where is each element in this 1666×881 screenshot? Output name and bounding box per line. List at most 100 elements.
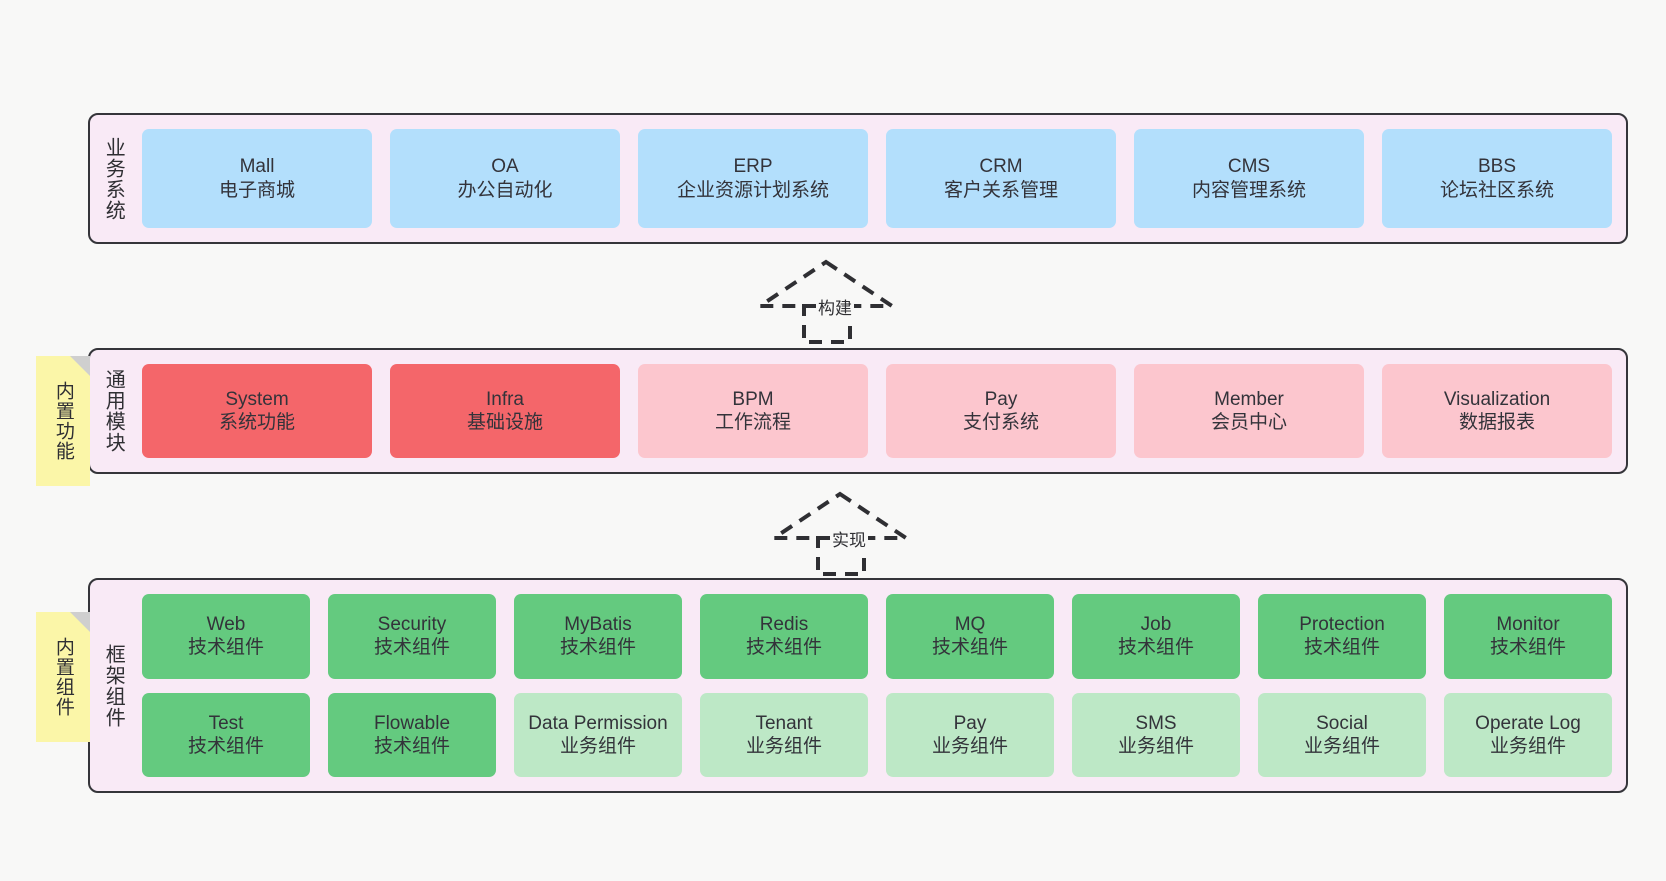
node-subtitle: 内容管理系统 — [1191, 179, 1306, 201]
node-subtitle: 业务组件 — [1117, 735, 1194, 757]
node-title: Social — [1316, 712, 1368, 734]
node-security[interactable]: Security 技术组件 — [328, 594, 496, 679]
node-subtitle: 论坛社区系统 — [1439, 179, 1554, 201]
node-subtitle: 技术组件 — [373, 735, 450, 757]
node-oa[interactable]: OA 办公自动化 — [390, 129, 620, 228]
node-subtitle: 支付系统 — [962, 412, 1039, 433]
note-label: 内置功能 — [52, 381, 74, 461]
node-title: System — [225, 388, 289, 410]
node-title: CRM — [979, 156, 1023, 178]
node-title: OA — [491, 156, 519, 178]
node-subtitle: 数据报表 — [1458, 412, 1535, 433]
node-flowable[interactable]: Flowable 技术组件 — [328, 692, 496, 777]
node-subtitle: 工作流程 — [714, 412, 791, 433]
node-mq[interactable]: MQ 技术组件 — [886, 594, 1054, 679]
node-pay-component[interactable]: Pay 业务组件 — [886, 692, 1054, 777]
layer-body-framework-component: Web 技术组件 Security 技术组件 MyBatis 技术组件 Redi… — [136, 580, 1626, 791]
node-title: Operate Log — [1475, 712, 1581, 734]
layer-common-module[interactable]: 通用模块 System 系统功能 Infra 基础设施 BPM 工作流程 Pay… — [88, 348, 1628, 474]
node-title: Pay — [953, 712, 987, 734]
node-subtitle: 技术组件 — [559, 637, 636, 659]
layer-row: Web 技术组件 Security 技术组件 MyBatis 技术组件 Redi… — [142, 594, 1612, 679]
node-subtitle: 企业资源计划系统 — [676, 179, 829, 201]
node-protection[interactable]: Protection 技术组件 — [1258, 594, 1426, 679]
layer-row: System 系统功能 Infra 基础设施 BPM 工作流程 Pay 支付系统… — [142, 364, 1612, 458]
node-erp[interactable]: ERP 企业资源计划系统 — [638, 129, 868, 228]
node-redis[interactable]: Redis 技术组件 — [700, 594, 868, 679]
node-crm[interactable]: CRM 客户关系管理 — [886, 129, 1116, 228]
node-system[interactable]: System 系统功能 — [142, 364, 372, 458]
layer-title-framework-component: 框架组件 — [102, 643, 125, 728]
node-title: Redis — [759, 614, 809, 636]
node-title: Tenant — [755, 712, 813, 734]
node-sms[interactable]: SMS 业务组件 — [1072, 692, 1240, 777]
node-visualization[interactable]: Visualization 数据报表 — [1382, 364, 1612, 458]
node-cms[interactable]: CMS 内容管理系统 — [1134, 129, 1364, 228]
arrow-implement: 实现 — [767, 490, 913, 576]
node-subtitle: 系统功能 — [218, 412, 295, 433]
node-bpm[interactable]: BPM 工作流程 — [638, 364, 868, 458]
node-title: CMS — [1227, 156, 1271, 178]
node-title: Data Permission — [528, 712, 668, 734]
node-social[interactable]: Social 业务组件 — [1258, 692, 1426, 777]
node-subtitle: 技术组件 — [187, 735, 264, 757]
node-title: MyBatis — [564, 614, 632, 636]
node-infra[interactable]: Infra 基础设施 — [390, 364, 620, 458]
node-subtitle: 客户关系管理 — [943, 179, 1058, 201]
node-web[interactable]: Web 技术组件 — [142, 594, 310, 679]
layer-business-system[interactable]: 业务系统 Mall 电子商城 OA 办公自动化 ERP 企业资源计划系统 CRM… — [88, 113, 1628, 244]
node-mybatis[interactable]: MyBatis 技术组件 — [514, 594, 682, 679]
node-mall[interactable]: Mall 电子商城 — [142, 129, 372, 228]
node-subtitle: 业务组件 — [1303, 735, 1380, 757]
node-title: Member — [1214, 388, 1284, 410]
node-title: Infra — [485, 388, 525, 410]
note-builtin-feature[interactable]: 内置功能 — [36, 356, 90, 486]
arrow-build: 构建 — [753, 258, 899, 344]
node-title: Job — [1140, 614, 1172, 636]
node-title: Test — [208, 712, 244, 734]
node-job[interactable]: Job 技术组件 — [1072, 594, 1240, 679]
note-fold-corner-icon — [70, 612, 90, 632]
node-monitor[interactable]: Monitor 技术组件 — [1444, 594, 1612, 679]
layer-framework-component[interactable]: 框架组件 Web 技术组件 Security 技术组件 MyBatis 技术组件… — [88, 578, 1628, 793]
node-operate-log[interactable]: Operate Log 业务组件 — [1444, 692, 1612, 777]
node-subtitle: 业务组件 — [745, 735, 822, 757]
node-subtitle: 业务组件 — [931, 735, 1008, 757]
node-subtitle: 技术组件 — [1117, 637, 1194, 659]
layer-title-common-module: 通用模块 — [102, 369, 125, 453]
node-tenant[interactable]: Tenant 业务组件 — [700, 692, 868, 777]
node-test[interactable]: Test 技术组件 — [142, 692, 310, 777]
arrow-label-implement: 实现 — [830, 526, 868, 551]
node-title: ERP — [733, 156, 773, 178]
node-title: Mall — [239, 156, 275, 178]
node-subtitle: 业务组件 — [1489, 735, 1566, 757]
node-data-permission[interactable]: Data Permission 业务组件 — [514, 692, 682, 777]
node-subtitle: 技术组件 — [187, 637, 264, 659]
node-title: SMS — [1135, 712, 1177, 734]
layer-title-business-system: 业务系统 — [102, 136, 125, 221]
arrow-label-build: 构建 — [816, 294, 854, 319]
layer-body-business-system: Mall 电子商城 OA 办公自动化 ERP 企业资源计划系统 CRM 客户关系… — [136, 115, 1626, 242]
note-fold-corner-icon — [70, 356, 90, 376]
node-subtitle: 会员中心 — [1210, 412, 1287, 433]
node-subtitle: 技术组件 — [1303, 637, 1380, 659]
node-title: Flowable — [373, 712, 451, 734]
layer-row: Test 技术组件 Flowable 技术组件 Data Permission … — [142, 692, 1612, 777]
node-subtitle: 技术组件 — [931, 637, 1008, 659]
layer-row: Mall 电子商城 OA 办公自动化 ERP 企业资源计划系统 CRM 客户关系… — [142, 129, 1612, 228]
note-builtin-component[interactable]: 内置组件 — [36, 612, 90, 742]
node-title: Visualization — [1443, 388, 1551, 410]
node-pay-module[interactable]: Pay 支付系统 — [886, 364, 1116, 458]
node-title: Protection — [1299, 614, 1385, 636]
note-label: 内置组件 — [52, 637, 74, 717]
node-title: Web — [206, 614, 246, 636]
node-subtitle: 电子商城 — [218, 179, 295, 201]
node-title: BPM — [732, 388, 774, 410]
node-title: Pay — [984, 388, 1018, 410]
node-member[interactable]: Member 会员中心 — [1134, 364, 1364, 458]
node-title: Monitor — [1496, 614, 1560, 636]
node-title: BBS — [1477, 156, 1517, 178]
node-subtitle: 基础设施 — [466, 412, 543, 433]
node-bbs[interactable]: BBS 论坛社区系统 — [1382, 129, 1612, 228]
